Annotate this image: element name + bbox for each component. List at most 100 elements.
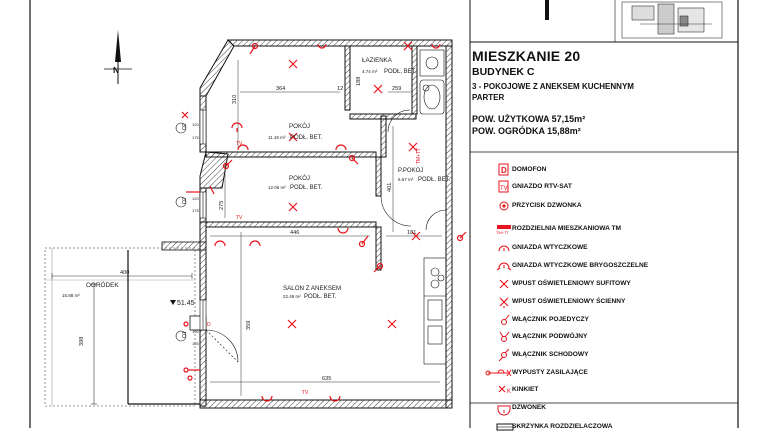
room-area: 12.06 m² [268,185,286,190]
room-name-salon: SALON Z ANEKSEM [283,285,341,292]
dim-400: 400 [120,270,129,276]
floor-level: PARTER [472,93,505,102]
north-label: N [113,65,119,75]
room-area: 15.88 m² [62,293,80,298]
intercom-icon: D [490,163,510,176]
apartment-title: MIESZKANIE 20 [472,48,581,64]
terrace-slab [161,241,207,331]
socket-icon [490,241,510,253]
legend-item: WŁĄCZNIK SCHODOWY [498,348,589,362]
dim-275: 275 [219,201,225,210]
dim-259: 259 [392,86,401,92]
legend-label: WYPUSTY ZASILAJĄCE [512,368,588,376]
tv-socket-icon: TV [490,180,510,193]
window-tag-o2: O2 [182,197,188,204]
legend-item: GNIAZDA WTYCZKOWE BRYGOSZCZELNE [496,259,649,271]
legend-label: WŁĄCZNIK POJEDYCZY [512,315,589,323]
window-tag-o1: O1 [182,331,188,338]
window-size: 175 [192,208,199,213]
legend-label: GNIAZDA WTYCZKOWE BRYGOSZCZELNE [512,261,649,269]
dimension-labels: 364 310 12 188 259 275 446 401 181 359 6… [79,77,416,382]
legend-label: WPUST OŚWIETLENIOWY SUFITOWY [512,279,631,287]
svg-text:K: K [507,389,511,395]
dim-359: 359 [246,321,252,330]
legend-item: WŁĄCZNIK PODWÓJNY [499,330,587,342]
apartment-info: MIESZKANIE 20 BUDYNEK C 3 - POKOJOWE Z A… [472,48,742,137]
dim-310: 310 [232,95,238,104]
dim-398: 398 [79,337,85,346]
splashproof-socket-icon [490,259,512,271]
legend-item: WYPUSTY ZASILAJĄCE [485,366,588,378]
dim-188: 188 [356,77,362,86]
door-swings [205,109,447,363]
room-floor: PODŁ. BET. [290,185,323,191]
power-outlet-icon [485,366,512,378]
level-mark: 51.45 [177,300,195,307]
dim-181: 181 [407,230,416,236]
legend-item: WPUST OŚWIETLENIOWY ŚCIENNY [499,295,626,308]
legend-item: PRZYCISK DZWONKA [499,199,582,211]
distribution-board-icon: TM+TT [490,222,511,235]
legend-label: DZWONEK [512,403,547,411]
window-size: 100 [192,329,199,334]
legend-item: SKRZYNKA ROZDZIELACZOWA [496,420,613,432]
ceiling-light-icon [490,277,510,289]
legend-label: WŁĄCZNIK SCHODOWY [512,350,589,358]
level-marker-icon [170,300,176,305]
kitchen-counter [423,257,447,365]
usable-area: POW. UŻYTKOWA 57,15m² [472,114,586,124]
dim-446: 446 [290,230,299,236]
window-size: 120 [192,196,199,201]
floor-plan: TV TV TV TM+TT D 364 310 12 188 259 275 … [29,0,739,428]
tv-tag: TV [236,141,243,147]
sconce-icon: K [490,383,511,395]
room-floor: PODŁ. BET. [384,69,417,75]
bathroom-fixtures [419,49,445,115]
room-area: 22.49 m² [283,294,301,299]
window-size: 120 [192,122,199,127]
double-switch-icon [490,330,510,342]
key-plan-thumbnail [621,1,723,39]
dim-12: 12 [337,86,343,92]
electrical-symbols [181,41,467,402]
dimension-lines [210,60,442,396]
windows [199,109,207,331]
building-label: BUDYNEK C [472,66,535,78]
room-name-room2: POKÓJ [289,175,310,182]
dim-364: 364 [276,86,285,92]
window-size: 175 [192,135,199,140]
legend-item: WPUST OŚWIETLENIOWY SUFITOWY [499,277,631,289]
legend-label: WPUST OŚWIETLENIOWY ŚCIENNY [512,297,626,305]
apartment-type: 3 - POKOJOWE Z ANEKSEM KUCHENNYM [472,82,634,91]
legend-label: SKRZYNKA ROZDZIELACZOWA [512,422,613,430]
legend-item: WŁĄCZNIK POJEDYCZY [501,313,589,325]
legend-label: GNIAZDA WTYCZKOWE [512,243,588,251]
tv-tag: TV [302,390,309,396]
svg-text:TM+TT: TM+TT [496,230,510,235]
top-mark [545,0,549,20]
tmtt-tag: TM+TT [416,148,422,164]
window-tags: O2 120 175 O2 120 175 O1 100 165 [175,122,199,346]
room-area: 11.19 m² [268,135,286,140]
d-tag: D [207,322,211,328]
legend-label: GNIAZDO RTV-SAT [512,182,572,190]
room-name-hall: P.POKOJ [398,168,423,174]
legend-label: KINKIET [512,385,539,393]
room-area: 4.74 m² [362,69,378,74]
room-name-garden: OGRÓDEK [86,280,119,289]
room-floor: PODŁ. BET. [418,177,451,183]
single-switch-icon [490,313,510,325]
bell-button-icon [490,199,510,211]
room-floor: PODŁ. BET. [304,294,337,300]
garden-area-label: POW. OGRÓDKA 15,88m² [472,126,581,136]
stair-switch-icon [490,348,510,362]
room-name-room1: POKÓJ [289,123,310,130]
drawing-frame [29,0,739,428]
dim-401: 401 [387,183,393,192]
legend-item: DZWONEK [497,401,547,416]
room-area: 6.67 m² [398,177,414,182]
